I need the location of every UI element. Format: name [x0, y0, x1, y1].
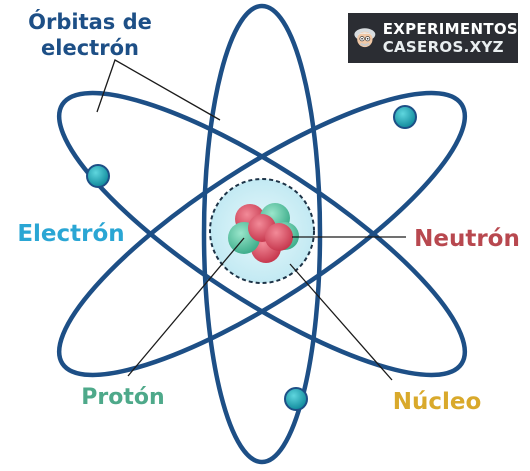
- proton-leader-line: [127, 237, 245, 377]
- electron-particle: [393, 105, 417, 129]
- electron-particle: [284, 387, 308, 411]
- proton-label: Protón: [81, 385, 164, 410]
- orbits-label-line2: electrón: [41, 36, 139, 60]
- orbits-leader-line: [96, 59, 221, 121]
- orbits-label-line1: Órbitas de: [28, 9, 152, 34]
- neutron-label: Neutrón: [414, 226, 520, 252]
- logo-text-line2: CASEROS.XYZ: [382, 37, 504, 56]
- electron-particle: [86, 164, 110, 188]
- experimentos-caseros-logo: EXPERIMENTOS CASEROS.XYZ: [348, 13, 518, 63]
- scientist-face-icon: [354, 28, 376, 48]
- nucleus-leader-line: [289, 263, 393, 381]
- nucleus-label: Núcleo: [393, 389, 482, 415]
- orbit-vertical: [201, 3, 323, 465]
- orbit-diagonal-a: [56, 90, 468, 378]
- logo-text-line1: EXPERIMENTOS: [382, 19, 518, 38]
- neutron-particle: [265, 223, 293, 251]
- orbit-diagonal-b: [56, 90, 468, 378]
- electron-label: Electrón: [17, 221, 124, 247]
